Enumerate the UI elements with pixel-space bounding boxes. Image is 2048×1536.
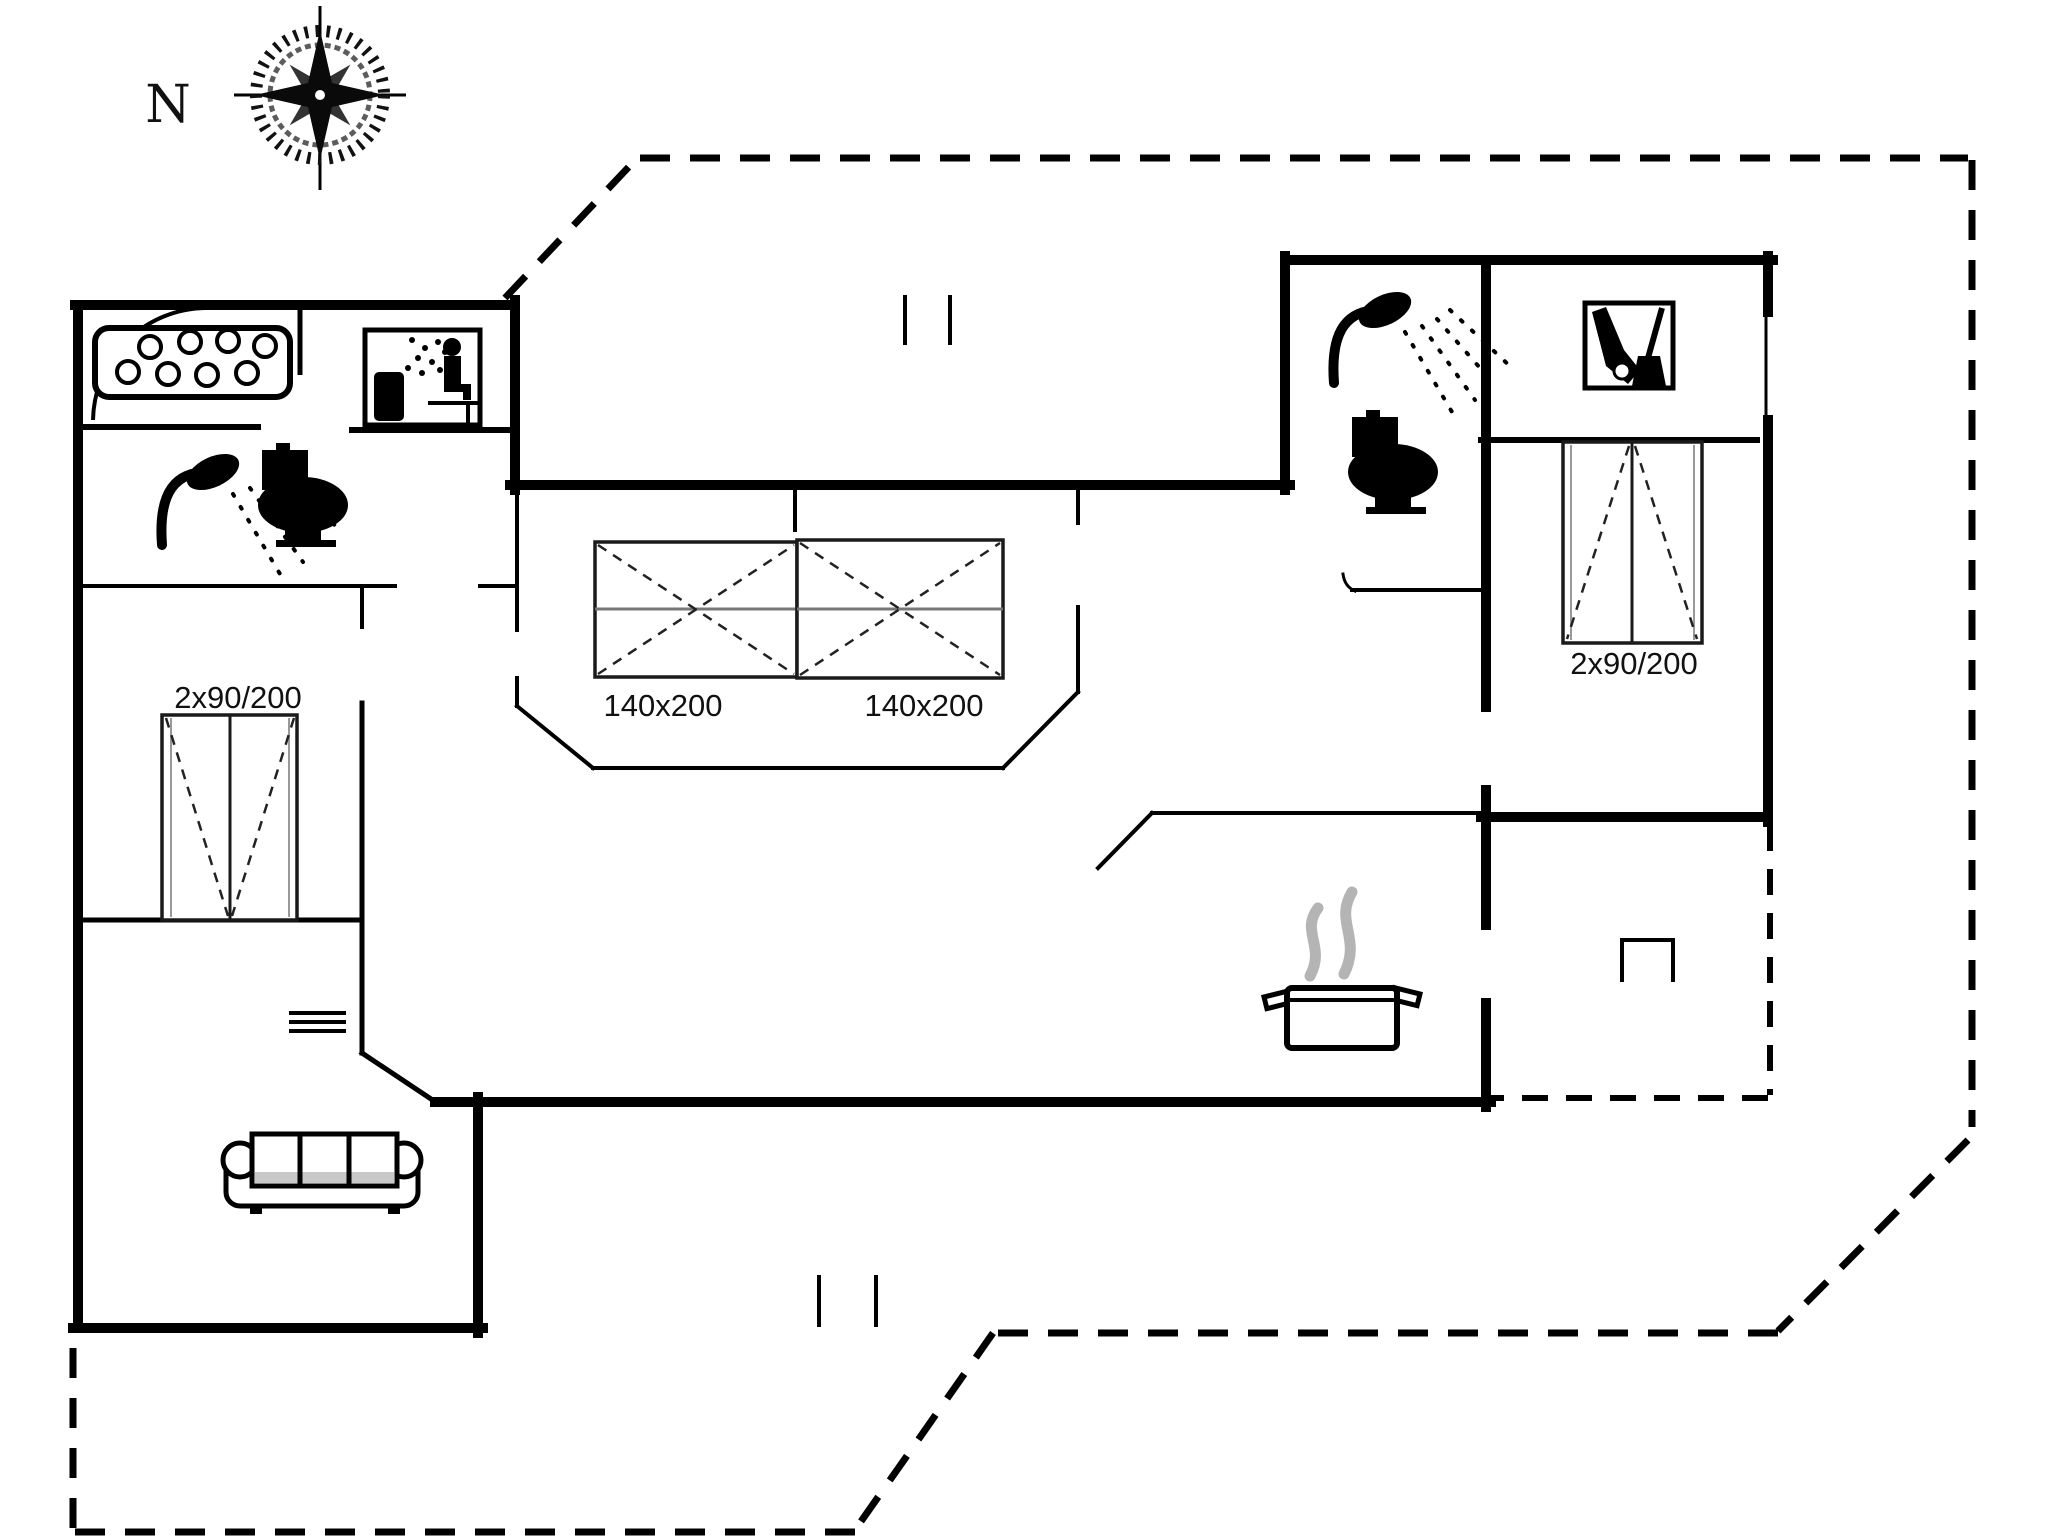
double-bed-right: [795, 538, 1005, 680]
fireplace-icon: [1620, 938, 1675, 982]
double-bed-left: [593, 540, 799, 679]
twin-bed-right: [1561, 440, 1704, 645]
cleaning-closet-icon: [1582, 300, 1676, 391]
toilet-icon: [258, 443, 348, 547]
north-label: N: [145, 75, 191, 135]
terrace-opening-ticks: [817, 295, 952, 1327]
cooking-pot-icon: [1260, 984, 1424, 1051]
bed-label-twin-left: 2x90/200: [174, 680, 302, 715]
interior-walls: [75, 310, 1768, 1107]
steam-icon: [1304, 886, 1358, 982]
twin-bed-left: [160, 713, 299, 922]
compass-rose: [234, 6, 406, 190]
bed-label-double-left: 140x200: [604, 688, 723, 723]
bed-label-double-right: 140x200: [865, 688, 984, 723]
bed-label-twin-right: 2x90/200: [1570, 646, 1698, 681]
steps-marker-icon: [289, 1011, 346, 1033]
sauna-icon: [362, 327, 483, 428]
terrace-outline: [69, 152, 1976, 1536]
toilet-icon-right: [1348, 410, 1438, 514]
porch-dashed-outline: [1490, 825, 1773, 1101]
whirlpool-tub-icon: [92, 325, 293, 400]
exterior-walls: [68, 251, 1778, 1338]
sofa-icon: [220, 1131, 424, 1214]
